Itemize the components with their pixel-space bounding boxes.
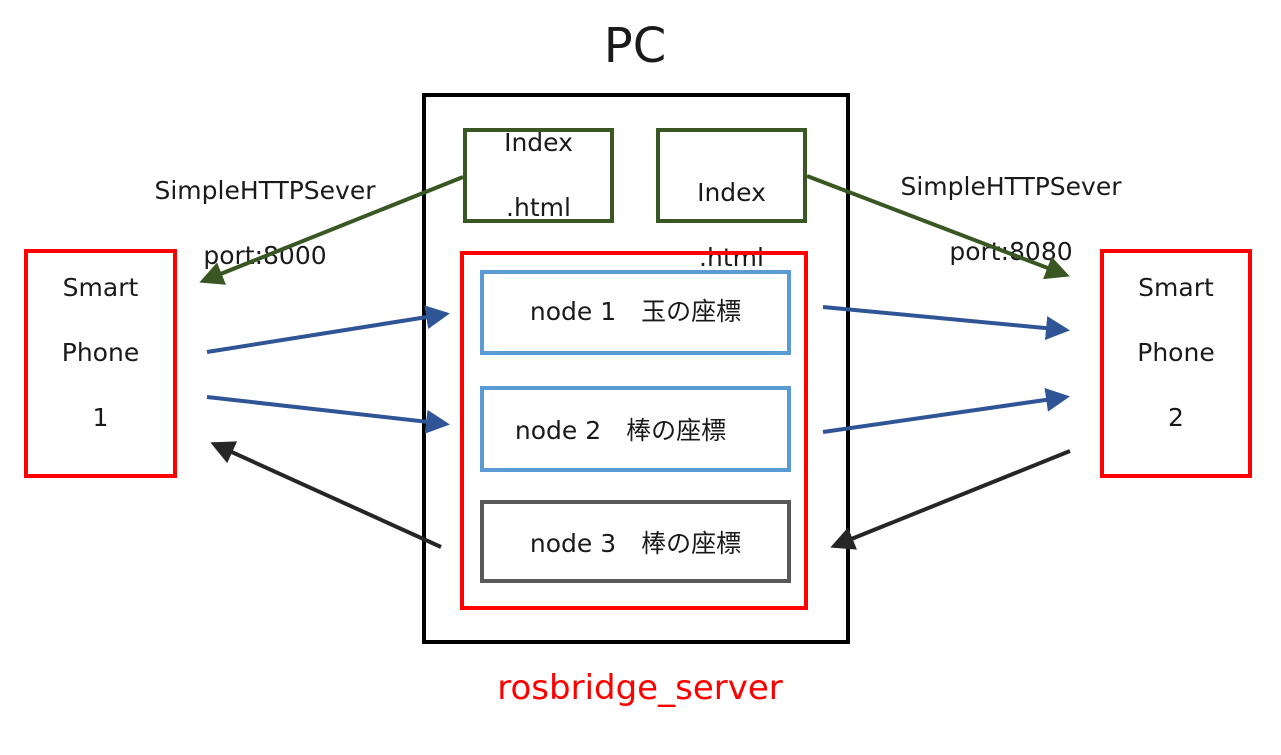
arrow-node3-to-phone1: [210, 441, 442, 549]
server-right-name: SimpleHTTPSever: [900, 171, 1122, 201]
pc-title: PC: [603, 18, 667, 74]
smartphone-1-line3: 1: [92, 403, 109, 433]
smartphone-2-line2: Phone: [1137, 338, 1215, 368]
smartphone-2-box: Smart Phone 2: [1100, 249, 1252, 478]
arrow-node2-to-phone2: [822, 387, 1070, 434]
arrow-phone1-to-node1: [206, 305, 450, 354]
arrow-index-right-to-phone2: [806, 174, 1070, 280]
node-2-box: node 2 棒の座標: [480, 386, 791, 472]
node-2-label: node 2 棒の座標: [514, 416, 727, 445]
arrow-phone2-to-node3: [830, 449, 1071, 550]
index-html-right-line1: Index: [697, 177, 766, 207]
smartphone-2-line1: Smart: [1138, 273, 1214, 303]
pc-box: [422, 93, 850, 644]
index-html-right: Index .html: [656, 128, 807, 272]
smartphone-2-line3: 2: [1168, 403, 1184, 433]
node-1-box: node 1 玉の座標: [480, 270, 791, 355]
index-html-left-line1: Index: [504, 127, 573, 157]
server-left-name: SimpleHTTPSever: [154, 175, 376, 205]
rosbridge-server-label: rosbridge_server: [497, 668, 783, 708]
smartphone-1-line2: Phone: [61, 338, 140, 368]
rosbridge-server-box: [460, 251, 808, 610]
node-1-label: node 1 玉の座標: [529, 296, 742, 326]
arrow-index-left-to-phone1: [199, 175, 464, 285]
node-3-box: node 3 棒の座標: [480, 500, 791, 583]
arrow-node1-to-phone2: [822, 305, 1070, 341]
index-html-left-line2: .html: [506, 192, 571, 222]
smartphone-1-box: Smart Phone 1: [24, 249, 177, 478]
index-html-left: Index .html: [463, 128, 614, 223]
index-html-right-line2: .html: [699, 242, 764, 272]
node-3-label: node 3 棒の座標: [529, 528, 742, 558]
arrow-phone1-to-node2: [206, 395, 450, 434]
smartphone-1-line1: Smart: [62, 273, 139, 303]
server-right-text: SimpleHTTPSever port:8080: [866, 138, 1156, 301]
